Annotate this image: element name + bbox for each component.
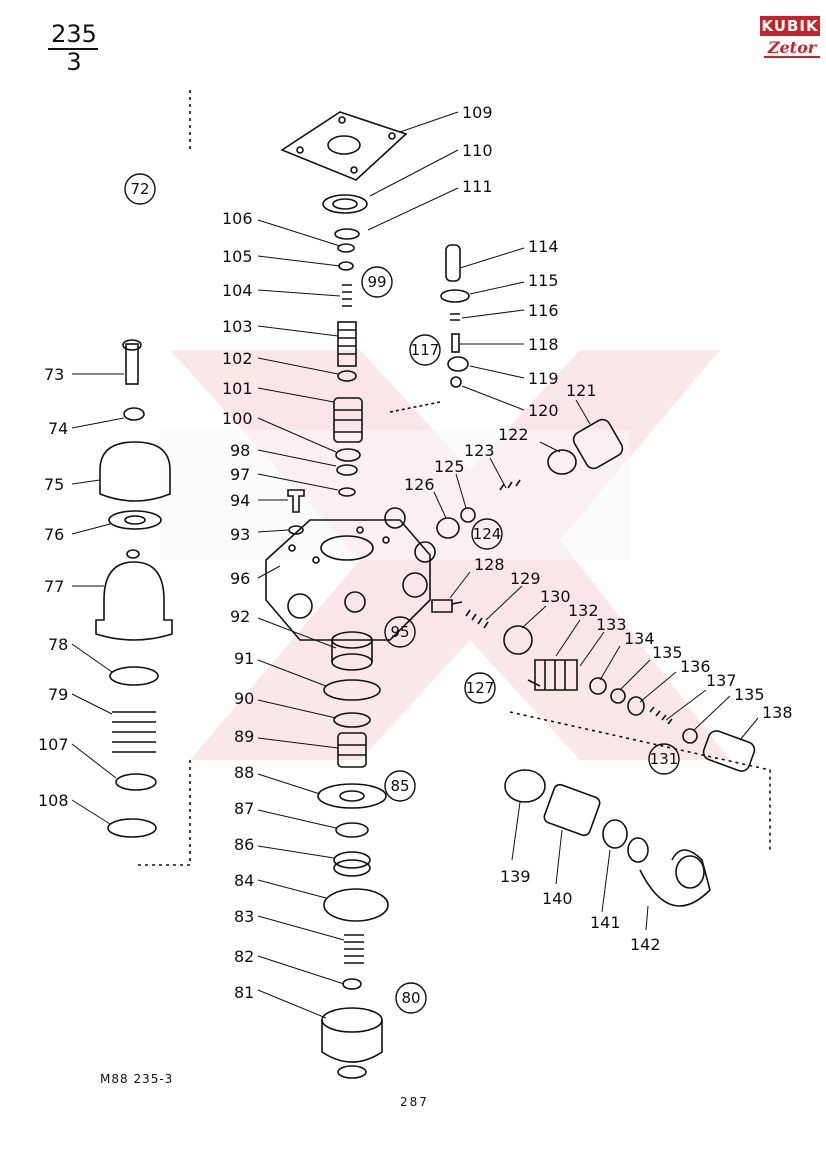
group-131: 131 [650, 750, 679, 768]
callout-103: 103 [222, 317, 253, 336]
callout-102: 102 [222, 349, 253, 368]
callout-87: 87 [234, 799, 254, 818]
callout-137: 137 [706, 671, 737, 690]
callout-86: 86 [234, 835, 254, 854]
figure-number-divider [48, 48, 98, 50]
group-117: 117 [411, 341, 440, 359]
page-number: 287 [400, 1095, 429, 1109]
callout-135: 135 [652, 643, 683, 662]
callout-109: 109 [462, 103, 493, 122]
callout-88: 88 [234, 763, 254, 782]
callout-111: 111 [462, 177, 493, 196]
logo-sub: Zetor [767, 38, 817, 57]
callout-110: 110 [462, 141, 493, 160]
group-99: 99 [367, 273, 386, 291]
callout-79: 79 [48, 685, 68, 704]
callout-101: 101 [222, 379, 253, 398]
callout-104: 104 [222, 281, 253, 300]
drawing-code: M88 235-3 [100, 1072, 174, 1086]
callout-115: 115 [528, 271, 559, 290]
callout-100: 100 [222, 409, 253, 428]
callout-90: 90 [234, 689, 254, 708]
callout-97: 97 [230, 465, 250, 484]
logo-underline [764, 56, 820, 58]
callout-129: 129 [510, 569, 541, 588]
part-plate [280, 111, 408, 181]
callout-136: 136 [680, 657, 711, 676]
group-95: 95 [390, 623, 409, 641]
callout-140: 140 [542, 889, 573, 908]
callout-130: 130 [540, 587, 571, 606]
callout-73: 73 [44, 365, 64, 384]
callout-133: 133 [596, 615, 627, 634]
group-80: 80 [401, 989, 420, 1007]
group-124: 124 [473, 525, 502, 543]
callout-78: 78 [48, 635, 68, 654]
callout-139: 139 [500, 867, 531, 886]
callout-121: 121 [566, 381, 597, 400]
callout-138: 138 [762, 703, 793, 722]
callout-116: 116 [528, 301, 559, 320]
callout-92: 92 [230, 607, 250, 626]
callout-125: 125 [434, 457, 465, 476]
callout-89: 89 [234, 727, 254, 746]
callout-120: 120 [528, 401, 559, 420]
callout-132: 132 [568, 601, 599, 620]
callout-108: 108 [38, 791, 69, 810]
group-85: 85 [390, 777, 409, 795]
callout-142: 142 [630, 935, 661, 954]
callout-107: 107 [38, 735, 69, 754]
callout-126: 126 [404, 475, 435, 494]
callout-83: 83 [234, 907, 254, 926]
callout-141: 141 [590, 913, 621, 932]
callout-134: 134 [624, 629, 655, 648]
callout-82: 82 [234, 947, 254, 966]
callout-105: 105 [222, 247, 253, 266]
callout-84: 84 [234, 871, 254, 890]
callout-75: 75 [44, 475, 64, 494]
callout-94: 94 [230, 491, 250, 510]
figure-number: 235 [51, 20, 97, 48]
callout-118: 118 [528, 335, 559, 354]
callout-93: 93 [230, 525, 250, 544]
callout-74: 74 [48, 419, 68, 438]
dealer-logo: KUBIK Zetor [760, 16, 820, 60]
callout-123: 123 [464, 441, 495, 460]
callout-96: 96 [230, 569, 250, 588]
callout-122: 122 [498, 425, 529, 444]
callout-91: 91 [234, 649, 254, 668]
group-127: 127 [466, 679, 495, 697]
callout-76: 76 [44, 525, 64, 544]
callout-135-second: 135 [734, 685, 765, 704]
callout-128: 128 [474, 555, 505, 574]
callout-119: 119 [528, 369, 559, 388]
group-72: 72 [130, 180, 149, 198]
callout-106: 106 [222, 209, 253, 228]
figure-subnumber: 3 [66, 48, 82, 76]
callout-98: 98 [230, 441, 250, 460]
callout-114: 114 [528, 237, 559, 256]
logo-brand: KUBIK [760, 16, 820, 36]
callout-77: 77 [44, 577, 64, 596]
callout-81: 81 [234, 983, 254, 1002]
